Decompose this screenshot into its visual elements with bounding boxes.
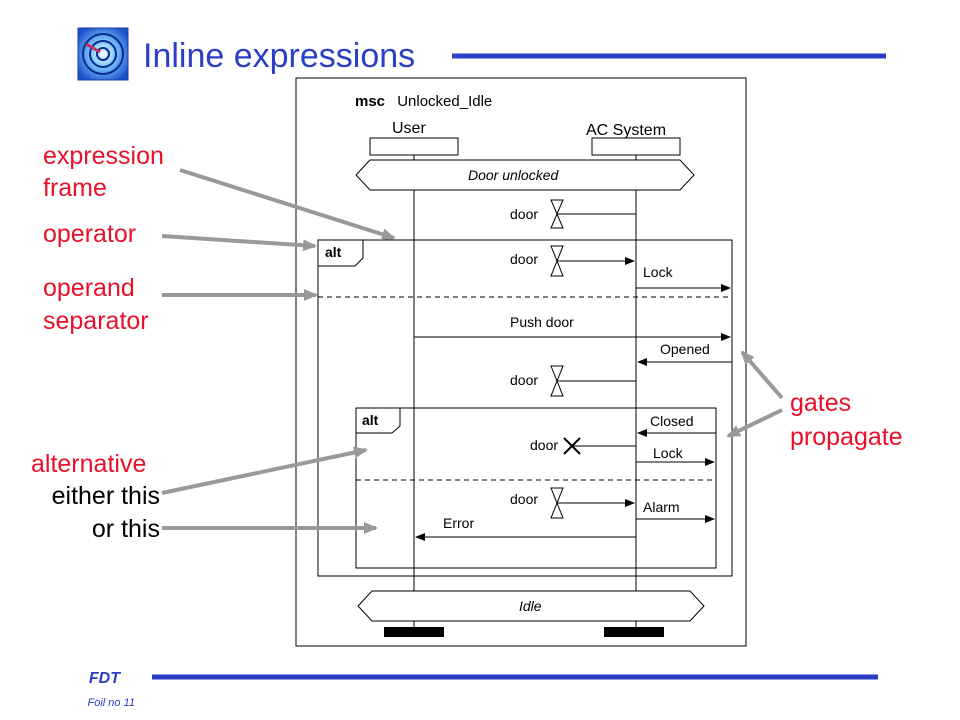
alt-operator-tab-outer (318, 239, 364, 267)
footer-brand: FDT (89, 670, 121, 687)
page-title: Inline expressions (143, 37, 415, 75)
arrow-expression-frame (179, 168, 396, 241)
condition-idle (357, 590, 705, 622)
instance-acsystem-head (591, 137, 681, 156)
msc-keyword: msc (355, 93, 385, 110)
timer-label-4: door (530, 437, 558, 453)
callout-either-this: either this (52, 482, 160, 510)
arrow-either-this (161, 446, 368, 495)
message-error-label: Error (443, 515, 474, 531)
callout-arrows (161, 168, 784, 534)
condition-end-label: Idle (519, 598, 542, 614)
callout-expression-frame-1: expression (43, 142, 164, 170)
timer-door-2: door (510, 245, 635, 277)
instance-user-label: User (392, 120, 426, 137)
callout-gates-1: gates (790, 389, 851, 417)
callout-expression-frame-2: frame (43, 174, 107, 202)
message-lock-1-label: Lock (643, 264, 674, 280)
timer-door-5: door (510, 487, 635, 519)
instance-user-end (384, 627, 444, 637)
callout-gates-2: propagate (790, 423, 903, 451)
msc-name: Unlocked_Idle (397, 93, 492, 110)
arrow-gates-1 (740, 350, 784, 400)
spiral-logo-icon (77, 27, 129, 81)
message-push-door-label: Push door (510, 314, 574, 330)
alt-operator-outer: alt (325, 244, 342, 260)
arrow-operator (161, 234, 317, 252)
alt-frame-outer (317, 239, 733, 577)
instance-acsystem-label: AC System (586, 122, 666, 139)
alt-operator-inner: alt (362, 412, 379, 428)
timer-label-3: door (510, 372, 538, 388)
callout-operand-2: separator (43, 307, 149, 335)
timer-door-1: door (510, 199, 636, 229)
callout-or-this: or this (92, 515, 160, 543)
timer-door-4: door (530, 437, 636, 455)
message-closed-label: Closed (650, 413, 694, 429)
instance-user-head (369, 137, 459, 156)
callout-alternative: alternative (31, 450, 146, 478)
alt-operator-tab-inner (356, 407, 401, 434)
callout-operator: operator (43, 220, 136, 248)
message-alarm-label: Alarm (643, 499, 680, 515)
message-lock-2-label: Lock (653, 445, 684, 461)
timer-door-3: door (510, 365, 636, 397)
svg-text:msc Unlocked_Idle: msc Unlocked_Idle (355, 93, 492, 110)
condition-door-unlocked (355, 159, 695, 191)
timer-label-2: door (510, 251, 538, 267)
instance-acsystem-end (604, 627, 664, 637)
message-opened-label: Opened (660, 341, 710, 357)
condition-start-label: Door unlocked (468, 167, 559, 183)
timer-label-5: door (510, 491, 538, 507)
timer-label-1: door (510, 206, 538, 222)
arrow-gates-2 (726, 408, 783, 438)
alt-frame-inner (355, 407, 717, 569)
callout-operand-1: operand (43, 274, 135, 302)
footer-foil: Foil no 11 (88, 697, 136, 709)
